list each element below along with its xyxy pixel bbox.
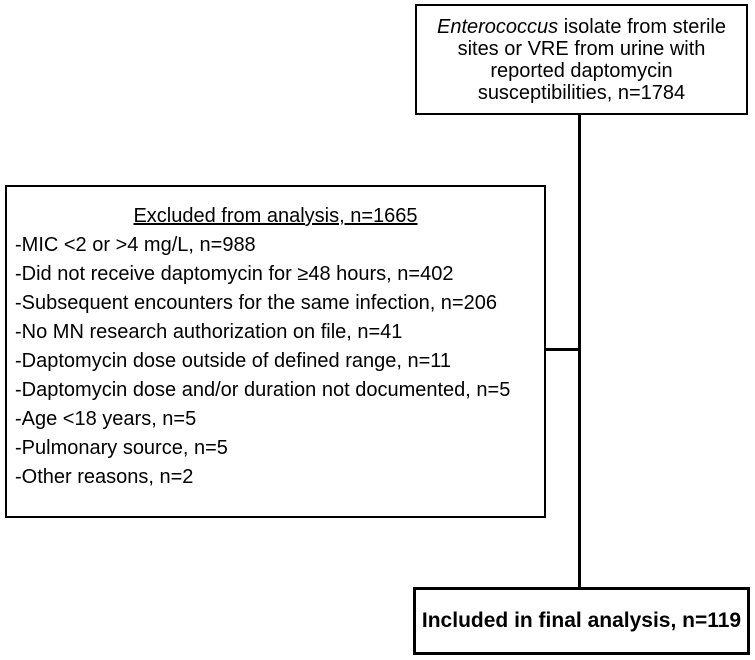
top-box-line4: susceptibilities, n=1784 xyxy=(477,81,686,104)
top-box-line3: reported daptomycin xyxy=(490,59,673,82)
excluded-box-title: Excluded from analysis, n=1665 xyxy=(133,205,418,227)
top-box: Enterococcus isolate from sterile sites … xyxy=(415,4,748,115)
top-box-italic-word: Enterococcus xyxy=(436,15,559,38)
connector-vertical-line xyxy=(578,115,581,587)
excluded-item: -Other reasons, n=2 xyxy=(15,466,194,488)
excluded-item: -No MN research authorization on file, n… xyxy=(15,321,403,343)
included-box-label: Included in final analysis, n=119 xyxy=(421,609,742,632)
top-box-line1: Enterococcus isolate from sterile xyxy=(437,16,726,38)
excluded-item: -Subsequent encounters for the same infe… xyxy=(15,292,497,314)
excluded-item: -Daptomycin dose and/or duration not doc… xyxy=(15,379,511,401)
excluded-item: -Age <18 years, n=5 xyxy=(15,408,197,430)
excluded-item: -MIC <2 or >4 mg/L, n=988 xyxy=(15,234,256,256)
excluded-item: -Did not receive daptomycin for ≥48 hour… xyxy=(15,263,454,285)
excluded-item: -Daptomycin dose outside of defined rang… xyxy=(15,350,452,372)
top-box-line2: sites or VRE from urine with xyxy=(457,37,706,60)
top-box-line1-rest: isolate from sterile xyxy=(558,15,726,38)
connector-horizontal-line xyxy=(545,348,581,351)
excluded-item: -Pulmonary source, n=5 xyxy=(15,437,228,459)
included-box: Included in final analysis, n=119 xyxy=(413,587,750,655)
excluded-box: Excluded from analysis, n=1665 -MIC <2 o… xyxy=(5,185,546,518)
